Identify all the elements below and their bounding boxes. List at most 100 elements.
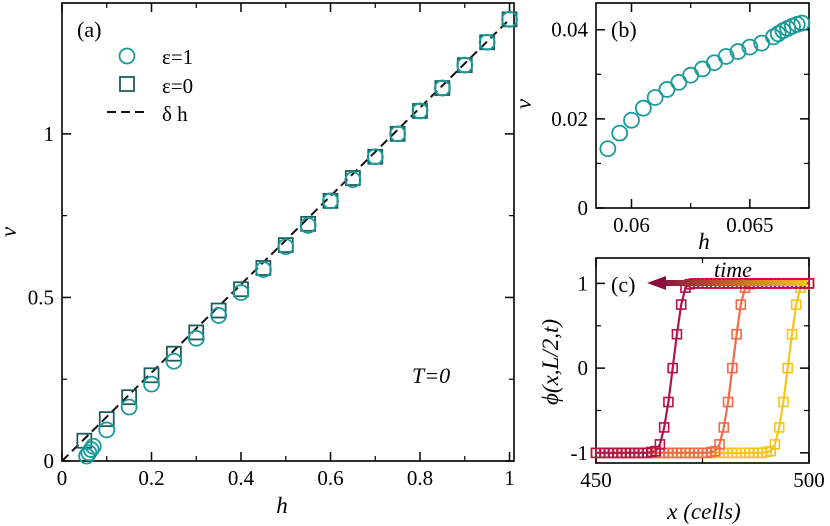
eps1-circle-point: [322, 192, 339, 210]
panel-b-label: (b): [611, 17, 637, 42]
panel-b-circle-point: [634, 99, 652, 117]
profile-point-1: [658, 422, 670, 433]
profile-point-3: [769, 439, 781, 450]
time-arrow-shaft: [660, 280, 807, 286]
profile-point-3: [782, 362, 794, 374]
time-arrow-label: time: [714, 257, 752, 282]
eps1-circle-point: [478, 33, 496, 51]
eps1-circle-point: [210, 307, 228, 324]
panel-a-xtick-label: 1: [504, 466, 515, 490]
legend-entry-eps0: ε=0: [162, 74, 193, 98]
panel-b-ytick-label: 0.04: [551, 18, 588, 42]
profile-line-3: [596, 282, 810, 454]
profile-point-1: [667, 362, 678, 374]
eps1-circle-point: [143, 375, 160, 393]
eps1-circle-point: [232, 284, 250, 301]
time-arrow-head: [647, 276, 666, 290]
panel-a-xtick-label: 0: [57, 466, 68, 490]
profile-line-1: [596, 282, 809, 454]
panel-a-xtick-label: 0.8: [407, 466, 433, 490]
eps0-square-point: [143, 367, 160, 384]
panel-c-label: (c): [611, 272, 635, 297]
eps1-circle-point: [82, 441, 100, 458]
eps1-circle-point: [165, 352, 183, 370]
legend-circle-marker: [118, 47, 136, 65]
eps1-circle-point: [277, 238, 295, 256]
eps0-square-point: [165, 345, 182, 362]
panel-a-ticks: 0 0.2 0.4 0.6 0.8 1 0 0.5 1: [28, 3, 515, 490]
panel-b-xlabel: h: [698, 229, 710, 254]
panel-a-ytick-label: 1: [44, 122, 55, 146]
panel-a-annotation: T=0: [412, 363, 450, 388]
profile-point-3: [773, 422, 785, 433]
eps1-circle-point: [433, 79, 451, 97]
panel-b-circle-point: [793, 14, 811, 32]
eps1-circle-point: [254, 261, 272, 279]
eps1-circle-point: [120, 398, 138, 416]
panel-b-circle-point: [623, 111, 640, 129]
profile-point-3: [778, 396, 789, 408]
panel-c-xtick-label: 450: [580, 468, 612, 492]
panel-c-ylabel: ϕ(x,L/2,t): [538, 319, 563, 405]
panel-a-ytick-label: 0: [44, 449, 55, 473]
eps1-circle-point: [98, 421, 116, 439]
panel-a-label: (a): [77, 17, 101, 42]
panel-b-circle-point: [741, 38, 759, 56]
profile-point-3: [790, 299, 802, 310]
profile-point-2: [727, 362, 738, 374]
panel-b: 0.06 0.065 0 0.02 0.04 (b) h v: [511, 2, 811, 254]
panel-a-legend: ε=1 ε=0 δ h: [107, 45, 193, 126]
panel-b-circle-point: [646, 89, 664, 106]
profile-point-1: [671, 328, 683, 340]
panel-c-ytick-label: 1: [578, 271, 589, 295]
panel-a-xtick-label: 0.4: [228, 466, 255, 490]
panel-c-xlabel: x (cells): [666, 499, 740, 524]
panel-c: 450 500 -1 0 1 time (c) x (cells) ϕ(x,L/2,t): [538, 257, 825, 524]
delta-h-line: [61, 18, 511, 462]
panel-b-circle-point: [729, 43, 747, 60]
panel-b-ytick-label: 0.02: [551, 107, 588, 131]
eps1-circle-point: [501, 10, 518, 28]
panel-a-frame: [61, 2, 515, 462]
panel-b-circle-point: [611, 124, 629, 142]
eps1-circle-point: [84, 437, 102, 455]
panel-a-fit-line: [61, 18, 511, 462]
panel-b-circle-point: [717, 48, 735, 65]
panel-a-xtick-label: 0.2: [138, 466, 164, 490]
eps1-circle-point: [411, 102, 429, 120]
panel-b-ticks: 0.06 0.065 0 0.02 0.04: [551, 3, 809, 237]
panel-b-frame: [595, 2, 810, 209]
panel-a-xlabel: h: [276, 493, 288, 518]
panel-b-circle-point: [599, 140, 617, 158]
profile-point-3: [786, 328, 798, 340]
panel-b-marks: [599, 14, 811, 158]
profile-point-2: [714, 439, 725, 450]
profile-point-1: [663, 396, 674, 408]
panel-c-marks: [590, 278, 815, 459]
panel-c-xtick-label: 500: [793, 468, 825, 492]
panel-b-ytick-label: 0: [578, 196, 589, 220]
panel-b-circle-point: [765, 28, 782, 46]
panel-a-ytick-label: 0.5: [28, 285, 54, 309]
panel-c-ytick-label: -1: [571, 441, 589, 465]
panel-c-ytick-label: 0: [578, 356, 589, 380]
panel-a-marks: [76, 10, 518, 465]
time-arrow: time: [647, 257, 807, 290]
eps1-circle-point: [299, 217, 317, 234]
profile-point-2: [731, 328, 742, 340]
panel-a-xtick-label: 0.6: [317, 466, 343, 490]
eps1-circle-point: [187, 329, 205, 347]
eps1-circle-point: [344, 171, 362, 189]
profile-point-1: [654, 439, 666, 450]
profile-line-2: [596, 282, 809, 454]
panel-b-xtick-label: 0.065: [726, 213, 773, 237]
eps1-circle-point: [456, 56, 474, 74]
eps0-square-point: [210, 302, 227, 319]
panel-b-circle-point: [769, 25, 787, 43]
panel-b-xtick-label: 0.06: [613, 213, 650, 237]
eps1-circle-point: [366, 148, 384, 166]
panel-b-ylabel: v: [511, 98, 536, 109]
eps0-square-point: [121, 389, 138, 406]
eps0-square-point: [188, 324, 205, 341]
